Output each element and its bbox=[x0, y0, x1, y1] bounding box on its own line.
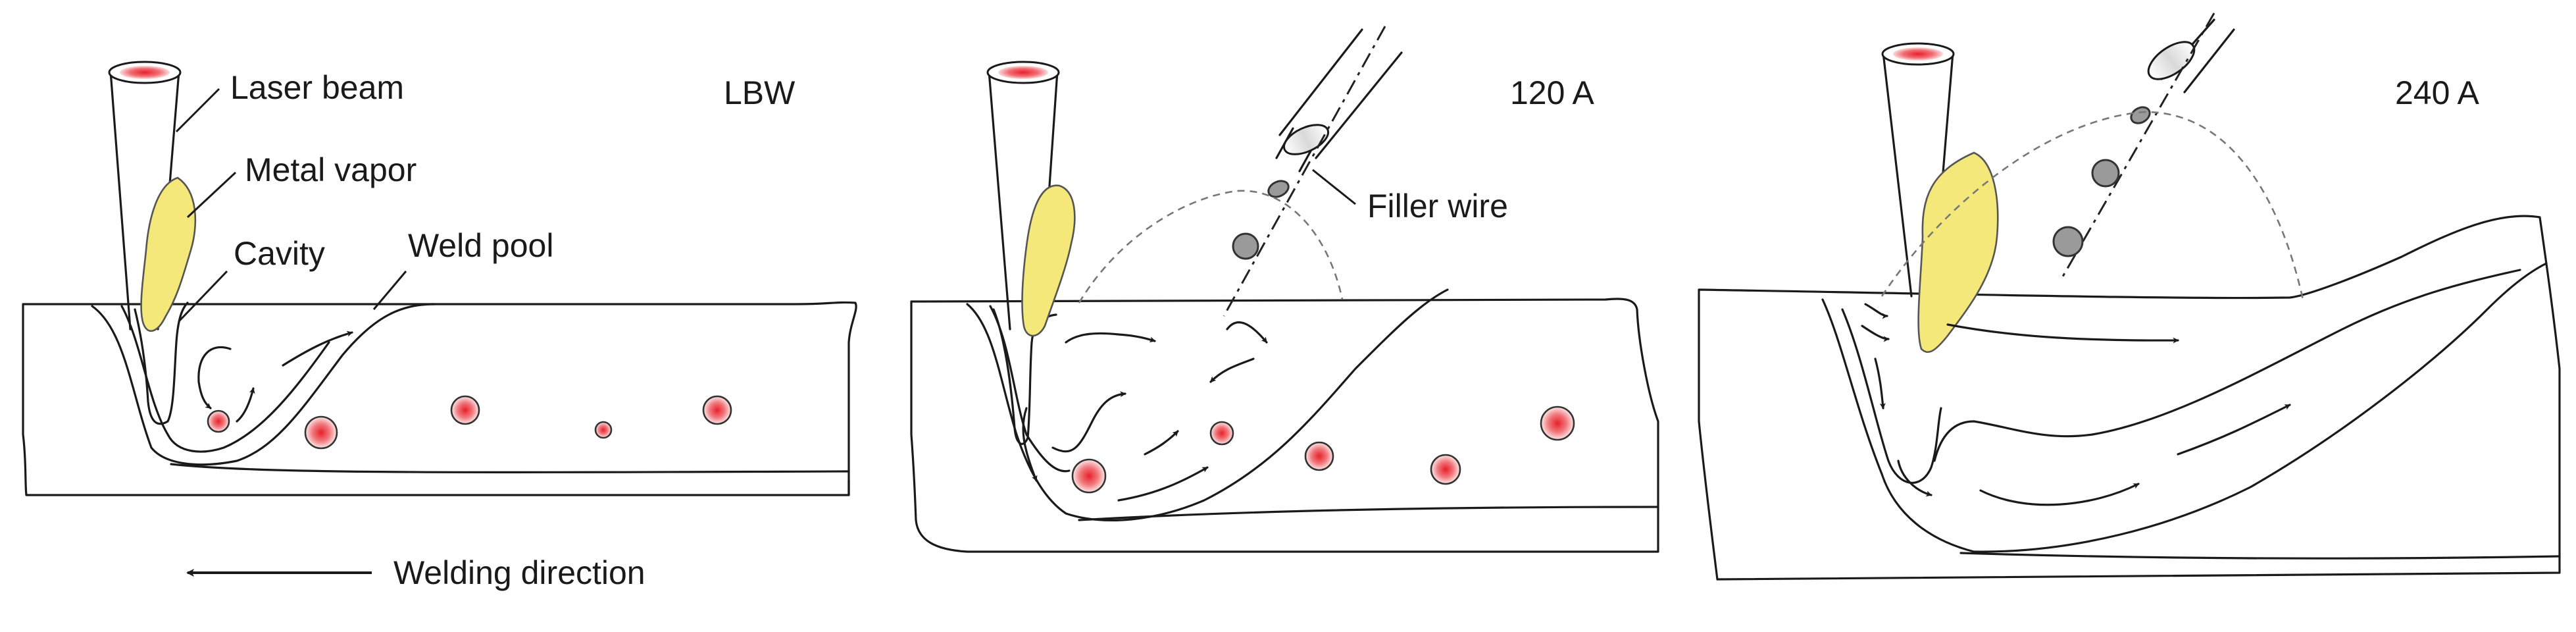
metal-vapor-plume bbox=[1917, 151, 1999, 353]
pore-icon bbox=[1304, 441, 1334, 471]
flow-arrow bbox=[1209, 357, 1255, 383]
label-weld-pool: Weld pool bbox=[408, 227, 553, 264]
droplet-trajectory bbox=[1078, 190, 1344, 303]
pore-icon bbox=[1209, 421, 1234, 446]
label-welding-direction: Welding direction bbox=[393, 554, 645, 591]
label-laser-beam: Laser beam bbox=[230, 69, 404, 106]
pore-icon bbox=[207, 409, 230, 433]
flow-arrow bbox=[1065, 332, 1156, 344]
wire-axis-line bbox=[2061, 13, 2215, 277]
flow-arrow bbox=[1979, 483, 2140, 506]
label-metal-vapor: Metal vapor bbox=[245, 151, 417, 188]
pore-icon bbox=[594, 421, 613, 439]
weld-pool-boundary bbox=[1821, 262, 2548, 553]
pore-icon bbox=[1430, 454, 1461, 485]
weld-pool-inner bbox=[1933, 269, 2521, 462]
leader-filler-wire bbox=[1312, 169, 1356, 205]
nozzle-ring bbox=[2147, 41, 2196, 80]
pore-icon bbox=[304, 415, 338, 450]
laser-spot-glow bbox=[998, 66, 1048, 79]
weld-bottom-line bbox=[1959, 552, 2561, 560]
flow-arrow bbox=[282, 330, 353, 367]
pore-icon bbox=[702, 395, 732, 425]
weld-bottom-line bbox=[170, 463, 850, 473]
workpiece-outline bbox=[22, 301, 857, 496]
panel-120a: Filler wire 120 A bbox=[910, 26, 1659, 553]
keyhole-cavity bbox=[134, 302, 189, 425]
leader-laser-beam bbox=[175, 88, 220, 133]
panel-240a: 240 A bbox=[1698, 13, 2561, 581]
flow-arrow bbox=[1051, 391, 1126, 453]
flow-arrow bbox=[1022, 407, 1038, 482]
flow-arrow bbox=[1226, 321, 1268, 344]
wire-tip-droplet bbox=[2130, 106, 2151, 124]
transfer-droplet-icon bbox=[2052, 226, 2084, 257]
flow-arrow bbox=[1864, 303, 1888, 319]
metal-vapor-plume bbox=[140, 176, 197, 332]
leader-metal-vapor bbox=[186, 171, 237, 219]
pore-icon bbox=[1071, 458, 1107, 494]
flow-arrow bbox=[1144, 430, 1179, 456]
weld-pool-boundary bbox=[91, 303, 436, 466]
keyhole-cavity bbox=[1841, 308, 1942, 484]
droplet-trajectory bbox=[1881, 111, 2304, 300]
flow-arrow bbox=[1897, 460, 1932, 497]
flow-arrow bbox=[236, 387, 255, 423]
transfer-droplet-icon bbox=[1232, 232, 1259, 260]
panel-lbw: Laser beam Metal vapor Cavity Weld pool … bbox=[22, 61, 857, 591]
workpiece-outline bbox=[1698, 215, 2561, 581]
flow-arrow bbox=[1946, 323, 2179, 344]
panel-title-240a: 240 A bbox=[2395, 74, 2480, 111]
filler-wire-torch bbox=[1223, 26, 1403, 317]
flow-arrow bbox=[2177, 404, 2291, 456]
transfer-droplet-icon bbox=[2091, 159, 2120, 188]
torch-tube bbox=[1278, 28, 1403, 159]
filler-wire-torch bbox=[2052, 13, 2235, 277]
panel-title-120a: 120 A bbox=[1510, 74, 1595, 111]
leader-cavity bbox=[178, 270, 228, 323]
flow-arrow bbox=[1117, 466, 1209, 502]
flow-arrow bbox=[1861, 325, 1890, 342]
panel-title-lbw: LBW bbox=[724, 74, 796, 111]
leader-weld-pool bbox=[372, 271, 407, 310]
flow-arrow bbox=[1874, 357, 1886, 409]
pore-icon bbox=[1540, 406, 1575, 441]
metal-vapor-plume bbox=[1021, 184, 1076, 337]
label-cavity: Cavity bbox=[234, 235, 325, 272]
flow-arrow bbox=[197, 346, 232, 409]
weld-bottom-line bbox=[1078, 506, 1659, 521]
workpiece-outline bbox=[910, 298, 1659, 553]
wire-axis-line bbox=[1223, 26, 1386, 317]
label-filler-wire: Filler wire bbox=[1367, 188, 1508, 224]
weld-pool-inner bbox=[120, 305, 330, 453]
pore-icon bbox=[450, 395, 480, 425]
laser-spot-glow bbox=[1893, 47, 1943, 61]
laser-spot-glow bbox=[120, 66, 170, 79]
wire-tip-droplet bbox=[1267, 180, 1290, 198]
